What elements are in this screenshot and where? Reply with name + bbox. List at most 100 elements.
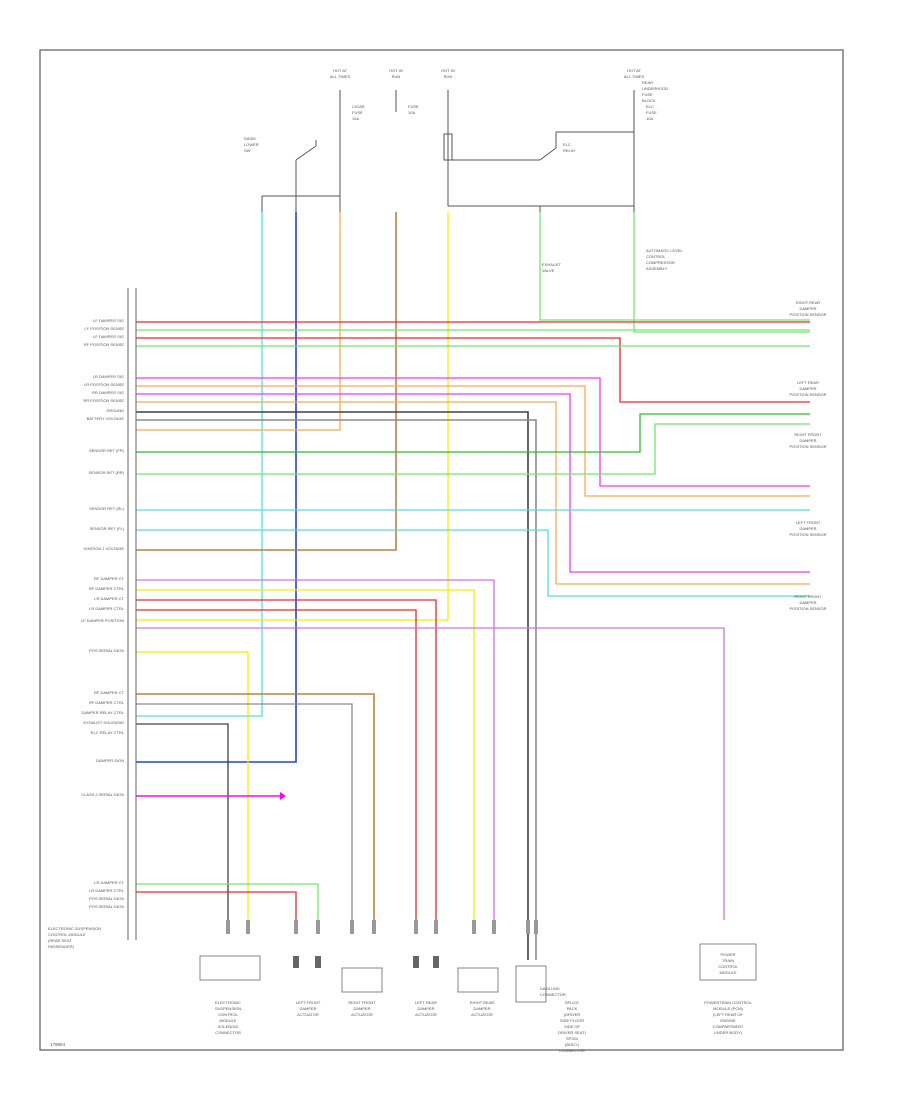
wire <box>136 891 297 920</box>
diagram-frame <box>39 49 844 1051</box>
pin-label: POS SERIAL DATA <box>89 648 124 653</box>
wire <box>136 411 529 960</box>
sensor-label: POSITION SENSOR <box>789 392 826 397</box>
pin-label: LR DAMPER CTRL <box>89 606 125 611</box>
pin-label: RF DAMPER CTRL <box>89 700 125 705</box>
pin-label: EXHAUST SOLENOID <box>83 720 124 725</box>
pin-terminal <box>526 920 530 934</box>
sensor-label: POSITION SENSOR <box>789 532 826 537</box>
wires <box>136 212 810 1003</box>
component-label: SP204 <box>566 1036 579 1041</box>
sensor-label: LEFT FRONT <box>796 520 821 525</box>
component-label: ENGINE <box>720 1018 736 1023</box>
pin-label: SENSOR RET (FL) <box>90 526 125 531</box>
component-label: CONNECTOR <box>215 1030 241 1035</box>
component-label: ACTUATOR <box>471 1012 493 1017</box>
fuse-label: 10A <box>646 116 653 121</box>
wire <box>136 385 810 497</box>
fuse-block-label: HOT IN <box>389 68 403 73</box>
bottom-components: ELECTRONICSUSPENSIONCONTROLMODULESOLENOI… <box>215 1000 753 1053</box>
underhood-fuse-label: REAR <box>642 80 653 85</box>
exhaust-label: VALVE <box>542 268 555 273</box>
sensor-label: DAMPER <box>799 386 816 391</box>
pin-terminal <box>226 920 230 934</box>
pin-label: LF DAMPER POSITION <box>81 618 124 623</box>
pin-label: LF DAMPER SIG <box>93 318 124 323</box>
wire <box>136 212 297 763</box>
component-label: DAMPER <box>417 1006 434 1011</box>
component-label: COMPARTMENT <box>713 1024 745 1029</box>
fuse-block-label: HOT AT <box>333 68 348 73</box>
pcm-box-text: CONTROL <box>718 964 738 969</box>
component-label: SUSPENSION <box>215 1006 241 1011</box>
component-label: RIGHT FRONT <box>348 1000 376 1005</box>
sensor-label: DAMPER <box>799 600 816 605</box>
data-link-label: CONNECTOR <box>540 992 566 997</box>
wire <box>136 393 810 573</box>
component-label: SPLICE <box>565 1000 580 1005</box>
compressor-label: ASSEMBLY <box>646 266 668 271</box>
pin-label: LF DAMPER SIG <box>93 334 124 339</box>
pin-label: RR DAMPER SIG <box>92 390 124 395</box>
pin-label: RR POSITION SENSE <box>83 398 124 403</box>
sensor-label: DAMPER <box>799 438 816 443</box>
wire <box>539 212 810 321</box>
compressor-label: COMPRESSOR <box>646 260 675 265</box>
wire <box>136 212 263 717</box>
underhood-fuse-label: UNDERHOOD <box>642 86 668 91</box>
compressor-label: AUTOMATIC LEVEL <box>646 248 684 253</box>
module-name: (REAR SEAT <box>48 938 72 943</box>
component-label: POWERTRAIN CONTROL <box>704 1000 752 1005</box>
fuse-label: ELC <box>646 104 654 109</box>
pin-label: IGNITION 1 VOLTAGE <box>83 546 124 551</box>
component-label: LEFT REAR <box>415 1000 437 1005</box>
pin-label: RF DAMPER CT <box>94 576 125 581</box>
exhaust-label: EXHAUST <box>542 262 561 267</box>
module-name: PASSENGER) <box>48 944 75 949</box>
component-label: DAMPER <box>353 1006 370 1011</box>
pin-terminal <box>413 956 419 968</box>
pin-terminal <box>293 956 299 968</box>
pin-label: LR DAMPER CT <box>94 880 124 885</box>
fuse-label: FUSE <box>408 104 419 109</box>
component-label: ACTUATOR <box>415 1012 437 1017</box>
pin-terminal <box>350 920 354 934</box>
fuse-label: CIGAR <box>352 104 365 109</box>
component-label: CONNECTOR <box>559 1048 585 1053</box>
component-box <box>457 967 499 993</box>
component-label: MODULE <box>219 1018 236 1023</box>
pin-label: GROUND <box>106 408 124 413</box>
component-label: ELECTRONIC <box>215 1000 241 1005</box>
fuse-label: 10A <box>408 110 415 115</box>
module-name: ELECTRONIC SUSPENSION <box>48 926 101 931</box>
pin-label: CLASS 2 SERIAL DATA <box>81 792 124 797</box>
component-label: UNDER BODY) <box>714 1030 743 1035</box>
pin-label: LR DAMPER CTRL <box>89 888 125 893</box>
component-label: PACK <box>567 1006 578 1011</box>
fuse-block-label: HOT IN <box>441 68 455 73</box>
fuse-block-label: ALL TIMES <box>330 74 351 79</box>
wire <box>136 589 475 920</box>
sensor-label: DAMPER <box>799 306 816 311</box>
component-label: (BODY) <box>565 1042 580 1047</box>
pin-label: POS SERIAL DATA <box>89 896 124 901</box>
wire <box>136 212 449 621</box>
pin-label: DAMPER RELAY CTRL <box>81 710 124 715</box>
pin-label: LR DAMPER CT <box>94 596 124 601</box>
component-label: LEFT FRONT <box>296 1000 321 1005</box>
wire <box>136 723 229 920</box>
component-label: SOLENOID <box>218 1024 239 1029</box>
switch-label: LOWER <box>244 142 259 147</box>
component-label: DAMPER <box>473 1006 490 1011</box>
component-label: MODULE (PCM) <box>713 1006 743 1011</box>
pin-label: LR DAMPER SIG <box>93 374 124 379</box>
pin-label: BATTERY VOLTAGE <box>87 416 125 421</box>
arrow-icon <box>280 792 286 800</box>
pin-terminal <box>433 956 439 968</box>
module-name: CONTROL MODULE <box>48 932 86 937</box>
component-label: DAMPER <box>299 1006 316 1011</box>
fuse-label: FUSE <box>352 110 363 115</box>
